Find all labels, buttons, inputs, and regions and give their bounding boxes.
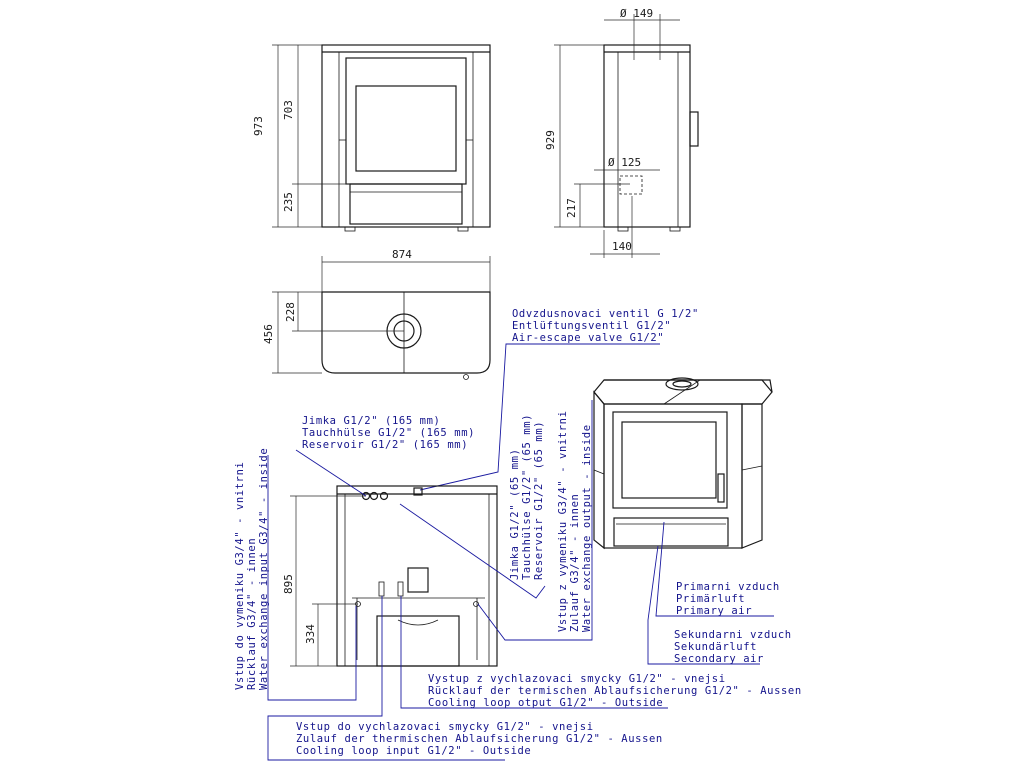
side-view xyxy=(603,44,699,232)
iso-glass xyxy=(621,421,717,499)
back-panel xyxy=(407,567,429,593)
primary-air-line-2: Primärluft xyxy=(676,593,745,605)
top-dimensions: 874 456 228 xyxy=(262,248,491,374)
front-body xyxy=(321,44,491,228)
cooling-out-line-2: Rücklauf der termischen Ablaufsicherung … xyxy=(428,685,802,697)
back-ash-box xyxy=(376,615,460,667)
dim-side-flue: Ø 149 xyxy=(620,7,653,20)
front-view xyxy=(321,44,491,232)
water-out-line-1: Vstup z vymeniku G3/4" - vnitrni xyxy=(557,411,569,633)
iso-front xyxy=(603,403,743,549)
iso-door xyxy=(612,411,728,509)
dim-front-total: 973 xyxy=(252,116,265,136)
sensor-right-line-2: Tauchhülse G1/2" (65 mm) xyxy=(521,414,533,580)
secondary-air-line-1: Sekundarni vzduch xyxy=(674,629,792,641)
label-secondary-air: Sekundarni vzduch Sekundärluft Secondary… xyxy=(647,545,792,665)
iso-top-plate xyxy=(593,379,773,405)
dim-side-inlet-offset: 140 xyxy=(612,240,632,253)
water-in-line-2: Rücklauf G3/4" - innen xyxy=(246,538,258,690)
front-dimensions: 973 703 235 xyxy=(252,44,350,228)
dim-top-width: 874 xyxy=(392,248,412,261)
dim-side-inlet: Ø 125 xyxy=(608,156,641,169)
label-sensor-right: Jimka G1/2" (65 mm) Tauchhülse G1/2" (65… xyxy=(399,414,546,599)
sensor-right-line-1: Jimka G1/2" (65 mm) xyxy=(509,448,521,580)
cooling-in-line-2: Zulauf der thermischen Ablaufsicherung G… xyxy=(296,733,663,745)
back-socket-2 xyxy=(369,491,379,501)
dim-front-base: 235 xyxy=(282,192,295,212)
secondary-air-line-2: Sekundärluft xyxy=(674,641,757,653)
top-plate xyxy=(321,291,491,374)
water-out-line-3: Water exchange output - inside xyxy=(581,424,593,632)
back-pipe-1 xyxy=(378,581,385,597)
cooling-out-line-3: Cooling loop otput G1/2" - Outside xyxy=(428,697,663,709)
primary-air-line-1: Primarni vzduch xyxy=(676,581,780,593)
back-view xyxy=(336,485,498,667)
dim-back-cooling: 334 xyxy=(304,624,317,644)
sensor-right-line-3: Reservoir G1/2" (65 mm) xyxy=(533,421,545,580)
cooling-in-line-3: Cooling loop input G1/2" - Outside xyxy=(296,745,531,757)
water-in-line-3: Water exchange input G3/4" - inside xyxy=(258,448,270,690)
label-cooling-in: Vstup do vychlazovaci smycky G1/2" - vne… xyxy=(267,596,663,761)
dim-side-height: 929 xyxy=(544,130,557,150)
air-valve-line-2: Entlüftungsventil G1/2" xyxy=(512,320,671,332)
sensor-left-line-1: Jimka G1/2" (165 mm) xyxy=(302,415,440,427)
iso-handle xyxy=(717,473,725,503)
label-primary-air: Primarni vzduch Primärluft Primary air xyxy=(655,521,780,617)
secondary-air-line-3: Secondary air xyxy=(674,653,764,665)
side-handle xyxy=(689,111,699,147)
sensor-left-line-3: Reservoir G1/2" (165 mm) xyxy=(302,439,468,451)
back-socket-3 xyxy=(379,491,389,501)
back-body xyxy=(336,485,498,667)
dim-side-inlet-height: 217 xyxy=(565,198,578,218)
label-cooling-out: Vystup z vychlazovaci smycky G1/2" - vne… xyxy=(400,596,802,709)
front-glass xyxy=(355,85,457,172)
dim-back-exchanger: 895 xyxy=(282,574,295,594)
back-dimensions: 895 334 xyxy=(282,495,366,667)
label-water-out: Vstup z vymeniku G3/4" - vnitrni Zulauf … xyxy=(477,400,593,641)
sensor-left-line-2: Tauchhülse G1/2" (165 mm) xyxy=(302,427,475,439)
front-door xyxy=(345,57,467,185)
iso-flue-outer xyxy=(665,377,699,391)
water-out-line-2: Zulauf G3/4" - innen xyxy=(569,494,581,632)
dim-top-flue-center: 228 xyxy=(284,302,297,322)
dim-front-door: 703 xyxy=(282,100,295,120)
cooling-in-line-1: Vstup do vychlazovaci smycky G1/2" - vne… xyxy=(296,721,594,733)
iso-drawer xyxy=(613,517,729,547)
side-body xyxy=(603,44,691,228)
iso-flue-inner xyxy=(672,380,692,388)
dim-top-depth: 456 xyxy=(262,324,275,344)
water-in-line-1: Vstup do vymeniku G3/4" - vnitrni xyxy=(234,462,246,690)
front-ash-drawer xyxy=(349,183,463,225)
perspective-view xyxy=(593,377,773,550)
air-valve-line-1: Odvzdusnovaci ventil G 1/2" xyxy=(512,308,699,320)
primary-air-line-3: Primary air xyxy=(676,605,752,617)
cooling-out-line-1: Vystup z vychlazovaci smycky G1/2" - vne… xyxy=(428,673,726,685)
air-valve-line-3: Air-escape valve G1/2" xyxy=(512,332,664,344)
back-air-valve xyxy=(413,487,423,496)
label-air-valve: Odvzdusnovaci ventil G 1/2" Entlüftungsv… xyxy=(419,308,699,491)
back-pipe-2 xyxy=(397,581,404,597)
label-sensor-left: Jimka G1/2" (165 mm) Tauchhülse G1/2" (1… xyxy=(295,415,475,497)
side-dimensions: Ø 149 929 Ø 125 217 140 xyxy=(544,7,680,258)
label-water-in: Vstup do vymeniku G3/4" - vnitrni Rückla… xyxy=(234,448,357,701)
top-view xyxy=(321,291,491,380)
